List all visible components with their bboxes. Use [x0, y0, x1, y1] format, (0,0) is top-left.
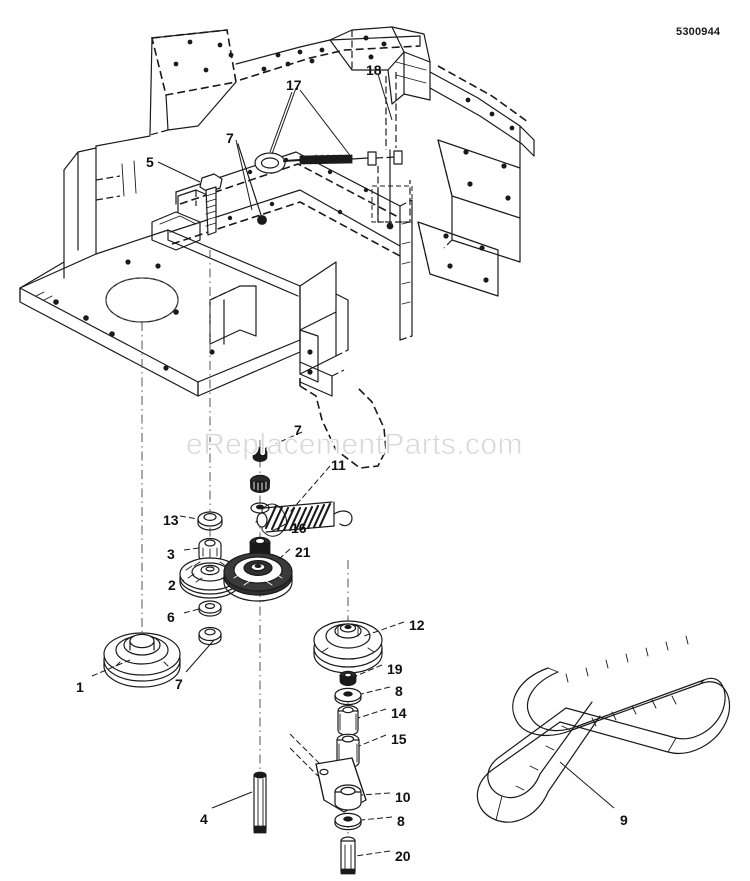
callout-14: 14	[391, 705, 407, 721]
pulley-deck-drive-part	[103, 632, 181, 688]
spacer-tube-short-part	[337, 704, 359, 736]
idler-arm-bracket-part	[315, 757, 367, 813]
part-number-label: 5300944	[676, 26, 721, 38]
right-idler-arm-stack	[289, 620, 383, 875]
chassis-frame-assembly	[19, 26, 535, 397]
hex-bolt-deck-part	[199, 173, 223, 236]
callout-3: 3	[167, 546, 175, 562]
callout-15: 15	[391, 731, 407, 747]
callout-9: 9	[620, 812, 628, 828]
callout-21: 21	[295, 544, 311, 560]
callout-8-lower: 8	[397, 813, 405, 829]
drive-belt-part	[476, 635, 731, 823]
callout-8-upper: 8	[395, 683, 403, 699]
callout-1: 1	[76, 679, 84, 695]
callout-7-upper: 7	[226, 130, 234, 146]
callout-6: 6	[167, 609, 175, 625]
callout-11: 11	[331, 457, 346, 473]
extension-spring-part	[255, 501, 353, 537]
idler-pulley-v-part	[313, 620, 383, 674]
watermark: eReplacementParts.com	[186, 428, 523, 462]
callout-20: 20	[395, 848, 411, 864]
flat-washer-lower-part	[334, 812, 362, 831]
nut-lower-part	[198, 626, 222, 646]
lift-rod-eyebolt-part	[254, 150, 403, 174]
belt-routing-path	[299, 378, 387, 469]
callout-7-mid: 7	[294, 422, 302, 438]
shoulder-bolt-part	[253, 771, 267, 834]
center-spring-idler-stack	[223, 446, 353, 602]
callout-leaders	[91, 73, 615, 857]
nut-idler-stack-part	[252, 446, 268, 462]
callout-16: 16	[291, 520, 307, 536]
callout-2: 2	[168, 577, 176, 593]
idler-pulley-flat-part	[223, 552, 293, 602]
washer-small-part	[198, 600, 222, 617]
callout-19: 19	[387, 661, 403, 677]
callout-12: 12	[409, 617, 425, 633]
spring-coils	[263, 501, 335, 533]
carriage-bolt-part	[340, 836, 356, 875]
flat-washer-upper-part	[334, 687, 362, 706]
left-pulley-stack	[103, 511, 241, 688]
callout-4: 4	[200, 811, 208, 827]
callout-5: 5	[146, 154, 154, 170]
callout-17: 17	[286, 77, 302, 93]
lock-nut-small-part	[339, 670, 357, 686]
callout-7-lower: 7	[175, 676, 183, 692]
callout-18: 18	[366, 62, 382, 78]
knurled-nut-part	[249, 474, 271, 493]
callout-13: 13	[163, 512, 179, 528]
callout-10: 10	[395, 789, 411, 805]
lock-nut-part	[197, 511, 223, 531]
